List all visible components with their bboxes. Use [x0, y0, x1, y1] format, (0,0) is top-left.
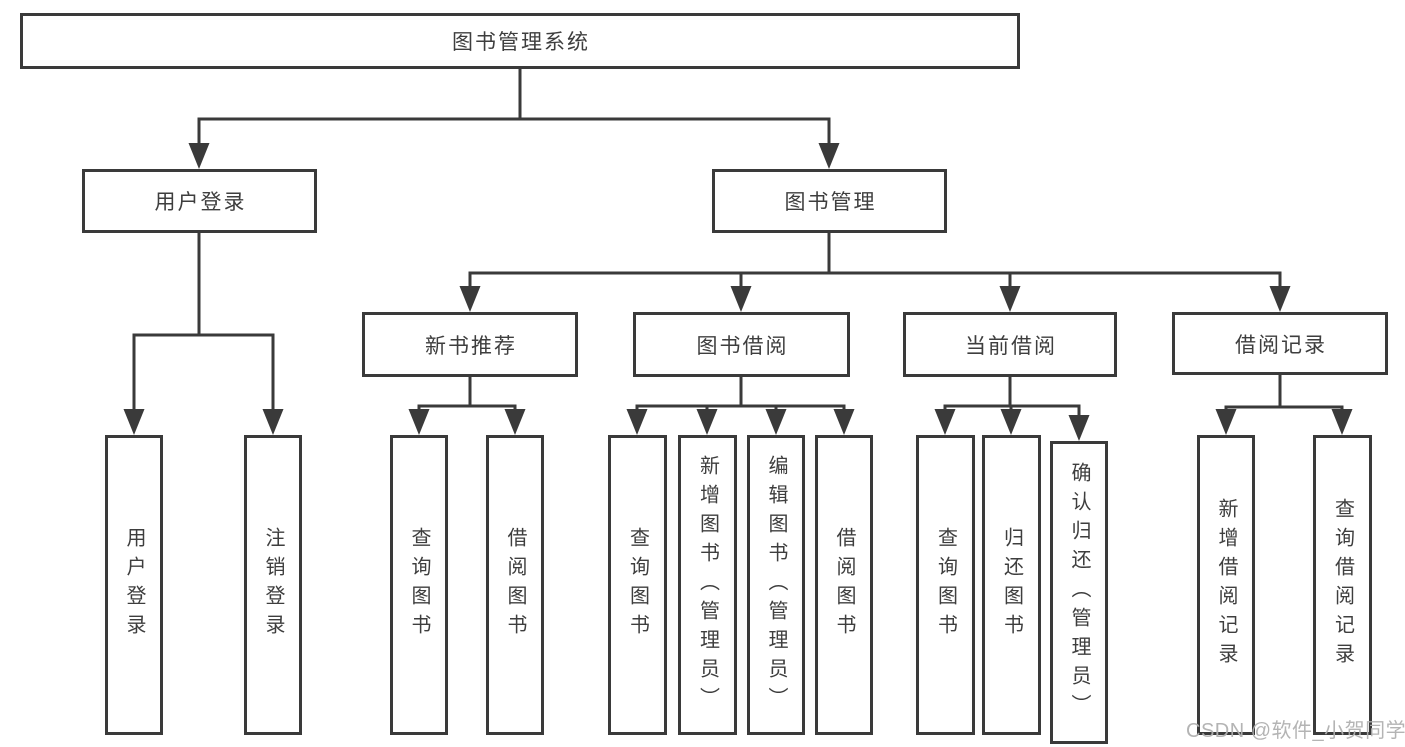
node-current-borrowing: 当前借阅	[903, 312, 1117, 377]
node-user-login: 用户登录	[82, 169, 317, 233]
node-label: 新增借阅记录	[1215, 498, 1237, 672]
node-label: 借阅图书	[833, 527, 855, 643]
node-library-system: 图书管理系统	[20, 13, 1020, 69]
node-label: 注销登录	[262, 527, 284, 643]
node-borrowing-records: 借阅记录	[1172, 312, 1388, 375]
node-label: 新增图书（管理员）	[696, 454, 719, 716]
leaf-user-login: 用户登录	[105, 435, 163, 735]
node-new-book-recommend: 新书推荐	[362, 312, 578, 377]
node-label: 编辑图书（管理员）	[765, 454, 787, 716]
node-label: 查询图书	[626, 527, 649, 643]
node-label: 用户登录	[154, 191, 247, 214]
node-label: 借阅图书	[504, 527, 526, 643]
node-label: 图书管理系统	[452, 31, 590, 54]
leaf-query-books-recommend: 查询图书	[390, 435, 448, 735]
leaf-borrow-books: 借阅图书	[815, 435, 873, 735]
leaf-edit-books-admin: 编辑图书（管理员）	[747, 435, 805, 735]
node-book-borrowing: 图书借阅	[633, 312, 850, 377]
node-label: 查询图书	[934, 527, 957, 643]
leaf-return-books: 归还图书	[982, 435, 1041, 735]
node-label: 归还图书	[1000, 527, 1023, 643]
leaf-confirm-return-admin: 确认归还（管理员）	[1050, 441, 1108, 744]
leaf-query-books-borrowing: 查询图书	[608, 435, 667, 735]
leaf-query-borrow-record: 查询借阅记录	[1313, 435, 1372, 735]
node-book-management: 图书管理	[712, 169, 947, 233]
node-label: 查询图书	[408, 527, 430, 643]
node-label: 当前借阅	[965, 334, 1057, 358]
node-label: 用户登录	[123, 527, 145, 643]
leaf-add-books-admin: 新增图书（管理员）	[678, 435, 737, 735]
node-label: 查询借阅记录	[1331, 498, 1354, 672]
node-label: 图书借阅	[696, 334, 789, 358]
leaf-add-borrow-record: 新增借阅记录	[1197, 435, 1255, 735]
leaf-borrow-books-recommend: 借阅图书	[486, 435, 544, 735]
node-label: 确认归还（管理员）	[1068, 462, 1090, 723]
leaf-query-books-current: 查询图书	[916, 435, 975, 735]
node-label: 新书推荐	[425, 334, 517, 358]
node-label: 图书管理	[784, 191, 877, 214]
watermark-text: CSDN @软件_小贺同学	[1186, 720, 1405, 742]
node-label: 借阅记录	[1235, 333, 1327, 357]
leaf-logout: 注销登录	[244, 435, 302, 735]
